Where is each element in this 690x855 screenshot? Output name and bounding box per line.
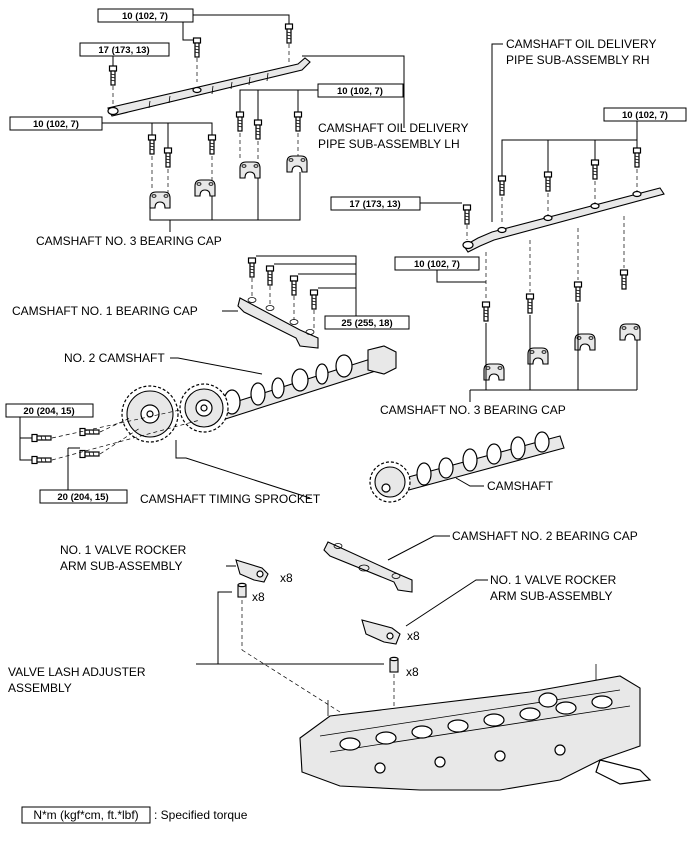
bolt [247, 257, 257, 278]
bearing-cap-no3-rh [483, 363, 505, 381]
cylinder-head [299, 664, 652, 791]
svg-text:10 (102, 7): 10 (102, 7) [622, 110, 668, 121]
bolt [284, 23, 294, 44]
label-timing-sprocket: CAMSHAFT TIMING SPROCKET [140, 492, 321, 506]
bolt [462, 204, 472, 225]
bearing-cap-no3-rh [619, 323, 641, 341]
bolt [265, 265, 275, 286]
svg-text:10 (102, 7): 10 (102, 7) [33, 119, 79, 130]
count-rocker-right: x8 [407, 629, 420, 643]
label-rocker-left-1: NO. 1 VALVE ROCKER [60, 543, 187, 557]
camshaft [369, 431, 565, 503]
count-lash-right: x8 [406, 665, 419, 679]
svg-text:17 (173, 13): 17 (173, 13) [98, 45, 149, 56]
count-lash-left: x8 [252, 590, 265, 604]
torque-box-20-lower: 20 (204, 15) [39, 489, 128, 504]
bolt [309, 289, 319, 310]
label-rocker-right-1: NO. 1 VALVE ROCKER [490, 573, 617, 587]
label-rocker-left-2: ARM SUB-ASSEMBLY [60, 559, 182, 573]
label-oil-pipe-lh-2: PIPE SUB-ASSEMBLY LH [318, 137, 460, 151]
bolt [543, 171, 553, 192]
bolt [293, 111, 303, 132]
oil-delivery-pipe-lh [107, 57, 311, 117]
lash-adjuster-left [237, 582, 247, 598]
label-oil-pipe-rh-2: PIPE SUB-ASSEMBLY RH [506, 53, 650, 67]
torque-box-20-upper: 20 (204, 15) [5, 403, 94, 418]
bolt [632, 147, 642, 168]
bolt [253, 119, 263, 140]
bolt [192, 37, 202, 58]
torque-box-10-rh-top: 10 (102, 7) [603, 107, 687, 122]
bolt [619, 269, 629, 290]
sprocket-bolt [31, 455, 52, 465]
bolt [108, 65, 118, 86]
bolt [573, 281, 583, 302]
bolt [235, 111, 245, 132]
no2-camshaft [209, 345, 397, 423]
bearing-cap-no3 [194, 179, 216, 197]
lash-adjuster-right [389, 656, 399, 673]
oil-delivery-pipe-rh [462, 187, 665, 253]
bearing-cap-no3 [149, 191, 171, 209]
sprocket-bolt [31, 433, 52, 443]
legend: N*m (kgf*cm, ft.*lbf) : Specified torque [21, 806, 248, 824]
svg-text:25 (255, 18): 25 (255, 18) [341, 318, 392, 329]
torque-box-10-rh-mid: 10 (102, 7) [394, 256, 480, 271]
svg-text:10 (102, 7): 10 (102, 7) [414, 259, 460, 270]
bolt [147, 134, 157, 155]
torque-box-top: 10 (102, 7) [97, 8, 194, 23]
rocker-arm-right [361, 619, 401, 645]
count-rocker-left: x8 [280, 571, 293, 585]
bearing-cap-no2 [323, 541, 413, 593]
svg-text:10 (102, 7): 10 (102, 7) [122, 11, 168, 22]
svg-text:10 (102, 7): 10 (102, 7) [337, 86, 383, 97]
svg-text:17 (173, 13): 17 (173, 13) [349, 199, 400, 210]
legend-text: : Specified torque [154, 808, 248, 822]
torque-box-17-left: 17 (173, 13) [79, 42, 170, 57]
torque-box-25: 25 (255, 18) [324, 315, 410, 330]
bolt [163, 147, 173, 168]
label-no2-camshaft: NO. 2 CAMSHAFT [64, 351, 165, 365]
label-no1-cap: CAMSHAFT NO. 1 BEARING CAP [12, 304, 198, 318]
bearing-cap-no3 [286, 155, 308, 173]
label-rocker-right-2: ARM SUB-ASSEMBLY [490, 589, 612, 603]
bearing-cap-no3 [239, 161, 261, 179]
label-oil-pipe-rh-1: CAMSHAFT OIL DELIVERY [506, 37, 657, 51]
torque-box-17-right: 17 (173, 13) [330, 196, 421, 211]
svg-text:20 (204, 15): 20 (204, 15) [23, 406, 74, 417]
torque-box-10-left: 10 (102, 7) [9, 116, 103, 131]
label-camshaft: CAMSHAFT [487, 479, 554, 493]
legend-unit: N*m (kgf*cm, ft.*lbf) [33, 808, 138, 822]
bolt [525, 293, 535, 314]
camshaft-timing-sprocket-b [179, 383, 229, 433]
label-no2-cap: CAMSHAFT NO. 2 BEARING CAP [452, 529, 638, 543]
bolt [590, 159, 600, 180]
bearing-cap-no1 [237, 297, 319, 349]
svg-text:20 (204, 15): 20 (204, 15) [57, 492, 108, 503]
label-no3-cap-right: CAMSHAFT NO. 3 BEARING CAP [380, 403, 566, 417]
bolt [497, 175, 507, 196]
bolt [207, 134, 217, 155]
label-lash-adjuster-2: ASSEMBLY [8, 681, 72, 695]
label-oil-pipe-lh-1: CAMSHAFT OIL DELIVERY [318, 121, 469, 135]
label-no3-cap-left: CAMSHAFT NO. 3 BEARING CAP [36, 234, 222, 248]
label-lash-adjuster-1: VALVE LASH ADJUSTER [8, 665, 146, 679]
bearing-cap-no3-rh [527, 347, 549, 365]
bolt [289, 275, 299, 296]
camshaft-timing-sprocket-a [121, 385, 179, 443]
torque-box-10-lh-caps: 10 (102, 7) [317, 83, 404, 98]
bolt [481, 301, 491, 322]
rocker-arm-left [235, 559, 269, 583]
